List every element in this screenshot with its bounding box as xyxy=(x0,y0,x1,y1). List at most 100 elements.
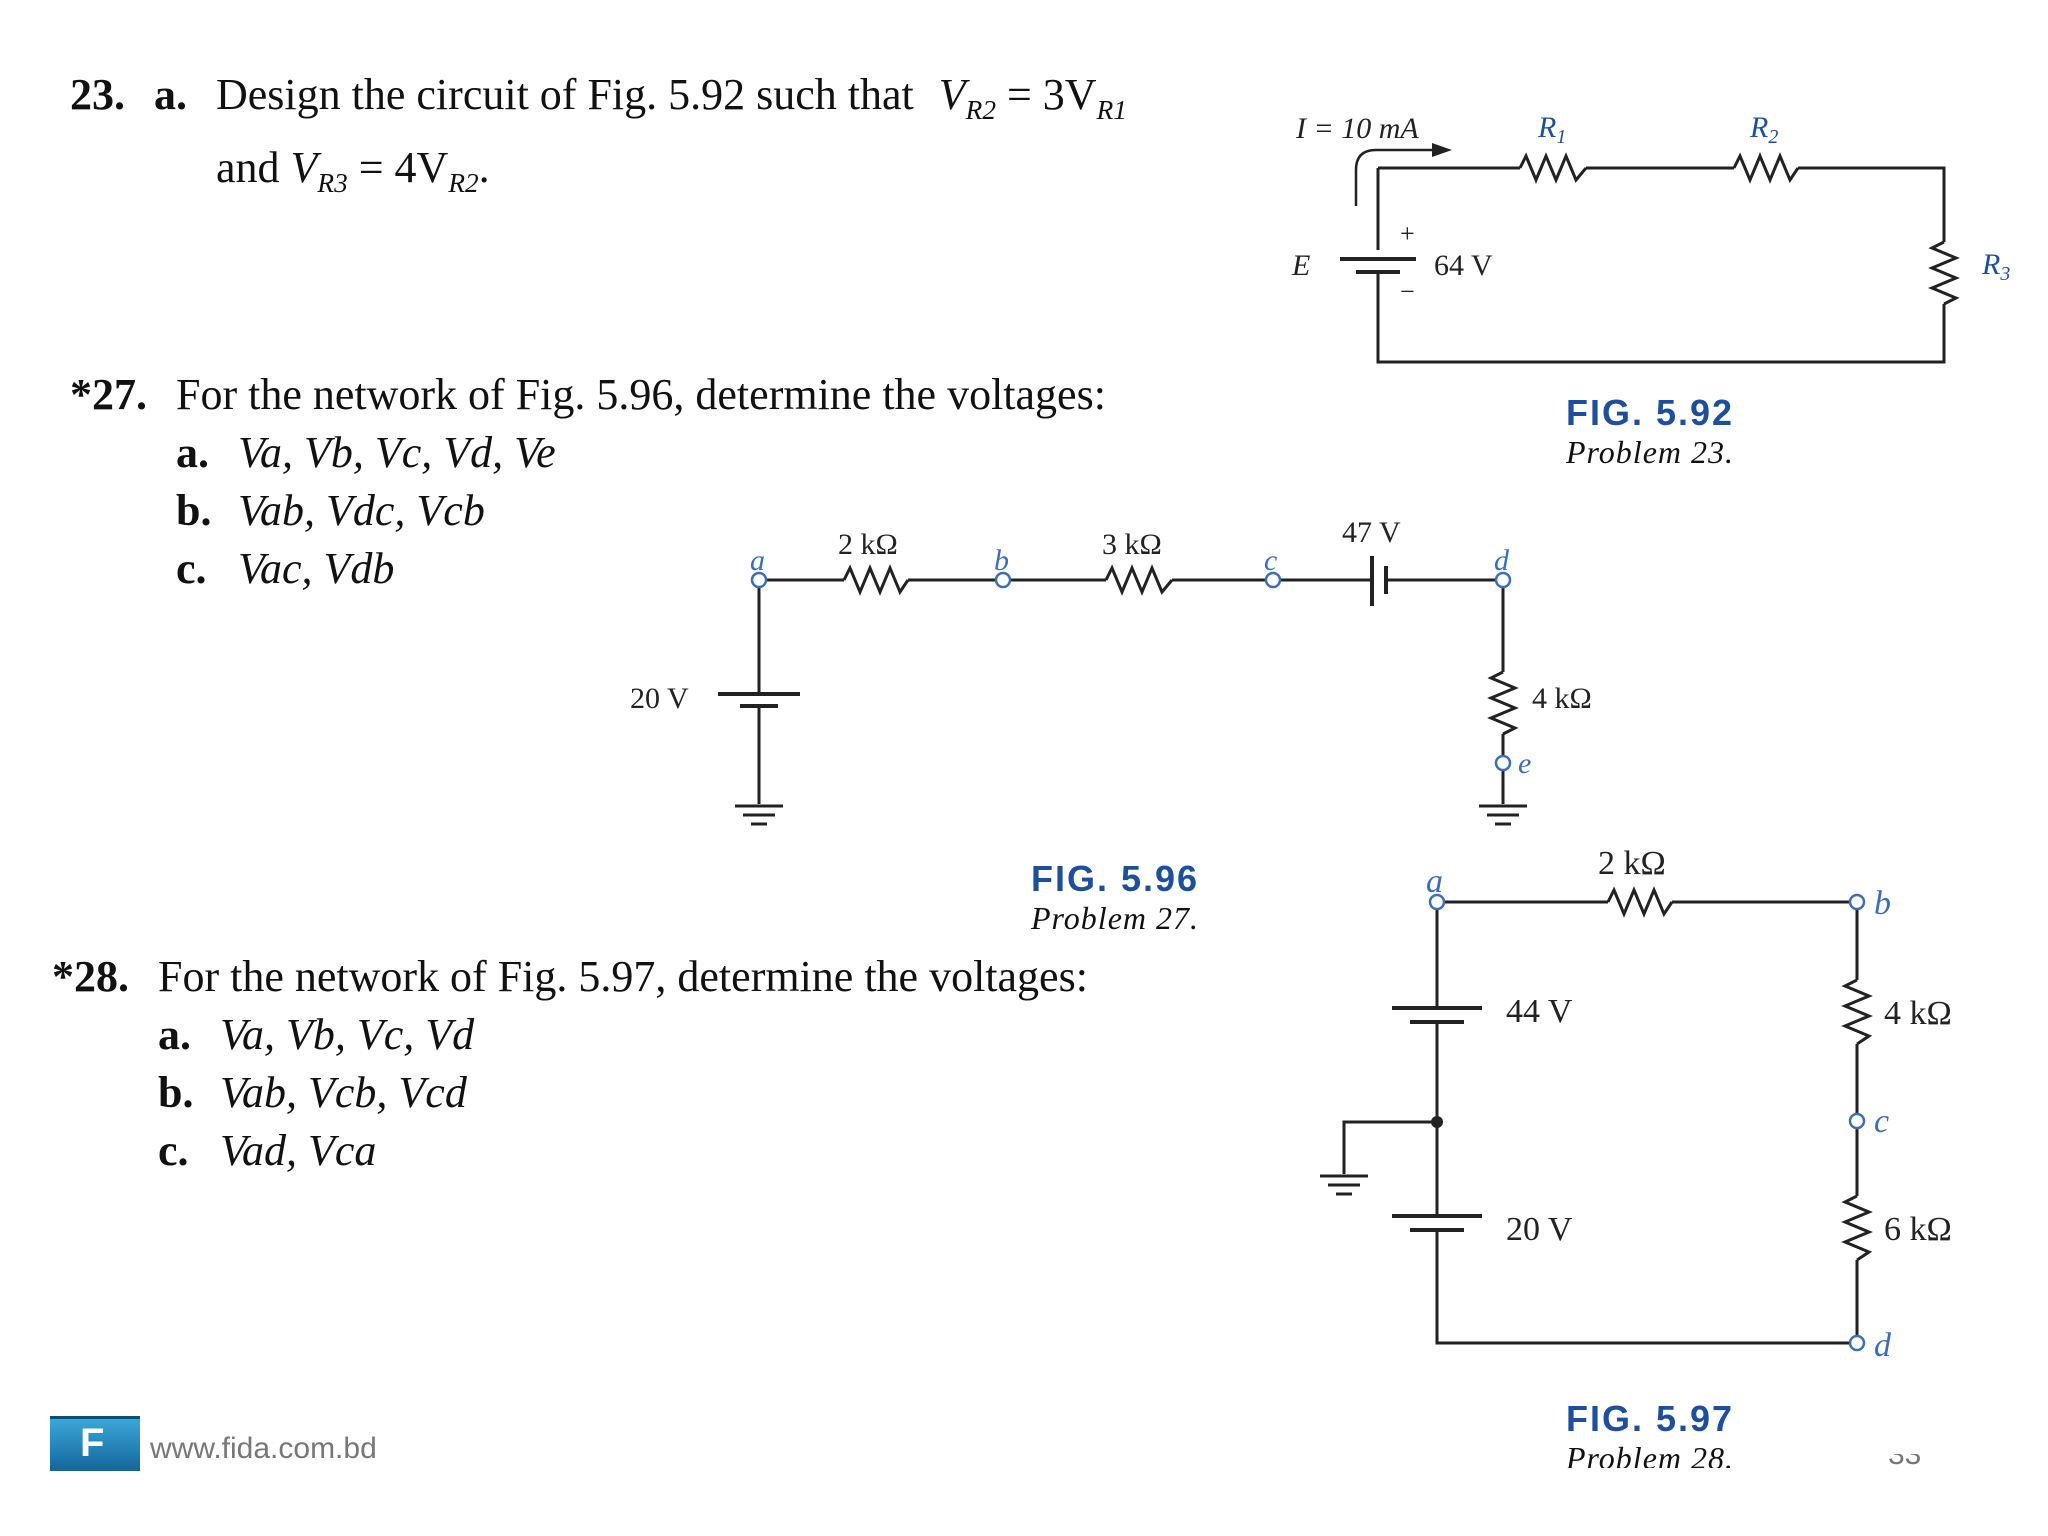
resistor-3k xyxy=(1104,564,1174,596)
node-d-label: d xyxy=(1494,544,1510,577)
wire xyxy=(1376,272,1946,364)
node-a xyxy=(750,571,768,589)
item-label: a. xyxy=(158,1010,191,1059)
resistor-2k-label: 2 kΩ xyxy=(1598,845,1666,882)
junction-dot xyxy=(1431,1116,1443,1128)
problem-23-text: and xyxy=(216,142,291,192)
page-number: 33 xyxy=(1888,1454,1928,1474)
node-b xyxy=(1848,893,1866,911)
problem-27-item: b. Vab, Vdc, Vcb xyxy=(70,482,1220,540)
voltage-64v-label: 64 V xyxy=(1434,249,1493,282)
problem-27: *27. For the network of Fig. 5.96, deter… xyxy=(70,366,1220,598)
problem-28-item: a. Va, Vb, Vc, Vd xyxy=(52,1006,1202,1064)
problem-27-text: For the network of Fig. 5.96, determine … xyxy=(176,370,1106,419)
node-c xyxy=(1264,571,1282,589)
fig-5-96-caption-block: FIG. 5.96 Problem 27. xyxy=(965,858,1265,937)
item-text: Vac, Vdb xyxy=(238,544,395,593)
wire xyxy=(1342,1120,1437,1174)
node-a-label: a xyxy=(1426,863,1443,900)
part-label: a. xyxy=(154,70,187,119)
node-c-label: c xyxy=(1264,544,1277,577)
node-b-label: b xyxy=(1874,885,1891,922)
equation-part: V xyxy=(290,142,318,192)
resistor-4k-label: 4 kΩ xyxy=(1884,995,1952,1032)
current-arrowhead xyxy=(1432,143,1452,157)
source-e-label: E xyxy=(1291,249,1310,282)
item-text: Vab, Vcb, Vcd xyxy=(220,1068,467,1117)
resistor-r3 xyxy=(1928,240,1960,306)
battery-20v-label: 20 V xyxy=(630,682,689,715)
item-label: c. xyxy=(158,1126,189,1175)
resistor-3k-label: 3 kΩ xyxy=(1102,528,1162,561)
equation-sub: R2 xyxy=(965,94,996,125)
item-text: Vad, Vca xyxy=(220,1126,377,1175)
equation-part: = 3V xyxy=(995,70,1097,119)
battery-44v-label: 44 V xyxy=(1506,993,1573,1030)
footer-url: www.fida.com.bd xyxy=(150,1432,377,1465)
equation-sub: R1 xyxy=(1096,94,1127,125)
item-text: Va, Vb, Vc, Vd xyxy=(220,1010,475,1059)
wire xyxy=(1435,1230,1850,1345)
item-label: b. xyxy=(176,486,212,535)
node-a xyxy=(1428,893,1446,911)
minus-sign: − xyxy=(1400,277,1415,306)
resistor-r2 xyxy=(1732,152,1800,184)
node-b-label: b xyxy=(994,544,1009,577)
problem-23: 23. a. Design the circuit of Fig. 5.92 s… xyxy=(70,66,1250,212)
node-e-label: e xyxy=(1518,747,1531,780)
battery-47v-label: 47 V xyxy=(1342,516,1401,549)
equation-part: = 4V xyxy=(347,142,449,192)
problem-number: *28. xyxy=(52,952,129,1001)
node-d xyxy=(1494,571,1512,589)
fig-5-92-circuit xyxy=(1340,148,1960,364)
problem-23-line2: and VR3 = 4VR2. xyxy=(70,139,1250,212)
resistor-4k xyxy=(1841,978,1873,1046)
resistor-r1 xyxy=(1518,152,1588,184)
resistor-6k xyxy=(1841,1194,1873,1262)
item-text: Vab, Vdc, Vcb xyxy=(238,486,485,535)
r2-label: R2 xyxy=(1749,111,1778,148)
item-label: c. xyxy=(176,544,207,593)
equation-part: . xyxy=(478,142,490,192)
r1-label: R1 xyxy=(1537,111,1566,148)
fig-5-97-circuit xyxy=(1320,886,1873,1352)
problem-28-item: b. Vab, Vcb, Vcd xyxy=(52,1064,1202,1122)
equation-sub: R2 xyxy=(448,167,479,198)
r3-label: R3 xyxy=(1981,248,2010,285)
wire xyxy=(1798,166,1946,242)
current-label: I = 10 mA xyxy=(1295,112,1419,145)
problem-27-item: a. Va, Vb, Vc, Vd, Ve xyxy=(70,424,1220,482)
resistor-2k xyxy=(1606,886,1674,918)
fig-5-96-caption: Problem 27. xyxy=(1030,900,1199,936)
node-c-label: c xyxy=(1874,1103,1889,1140)
plus-sign: + xyxy=(1400,219,1415,248)
node-c xyxy=(1848,1112,1866,1130)
problem-28-item: c. Vad, Vca xyxy=(52,1122,1202,1180)
fida-logo: F xyxy=(50,1416,140,1471)
fig-5-96-title: FIG. 5.96 xyxy=(1030,858,1200,899)
resistor-4k xyxy=(1487,670,1519,736)
problem-23-line1: 23. a. Design the circuit of Fig. 5.92 s… xyxy=(70,66,1250,139)
node-d xyxy=(1848,1334,1866,1352)
fig-5-92-caption-block: FIG. 5.92 Problem 23. xyxy=(1500,392,1800,471)
battery-20v-label: 20 V xyxy=(1506,1211,1573,1248)
resistor-6k-label: 6 kΩ xyxy=(1884,1211,1952,1248)
item-text: Va, Vb, Vc, Vd, Ve xyxy=(238,428,556,477)
problem-27-item: c. Vac, Vdb xyxy=(70,540,1220,598)
fig-5-97-caption: Problem 28. xyxy=(1565,1440,1734,1468)
problem-23-text: Design the circuit of Fig. 5.92 such tha… xyxy=(216,70,914,119)
resistor-2k xyxy=(842,564,910,596)
fig-5-96-circuit xyxy=(718,556,1527,826)
node-d-label: d xyxy=(1874,1327,1892,1364)
problem-28-text: For the network of Fig. 5.97, determine … xyxy=(158,952,1088,1001)
fig-5-97-title: FIG. 5.97 xyxy=(1565,1398,1735,1439)
logo-letter: F xyxy=(80,1421,105,1465)
node-e xyxy=(1494,754,1512,772)
equation-sub: R3 xyxy=(317,167,348,198)
item-label: b. xyxy=(158,1068,194,1117)
fig-5-92-title: FIG. 5.92 xyxy=(1565,392,1735,433)
item-label: a. xyxy=(176,428,209,477)
problem-number: *27. xyxy=(70,370,147,419)
page-number-text: 33 xyxy=(1888,1454,1922,1471)
